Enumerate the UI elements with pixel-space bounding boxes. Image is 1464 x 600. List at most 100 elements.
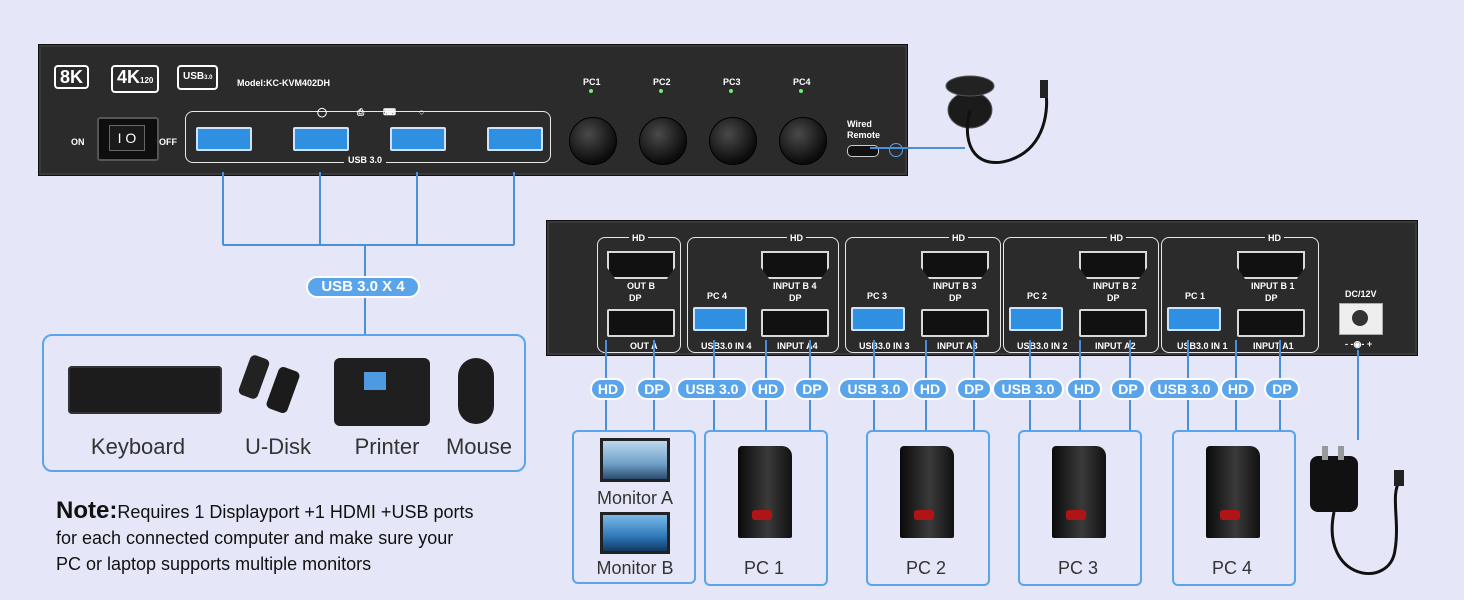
pc2-hd-label: HD: [1107, 233, 1126, 243]
pc1-led: [589, 89, 593, 93]
input-group-pc3: [845, 237, 1001, 353]
pc2-label: PC2: [653, 77, 671, 87]
pc3-caption: PC 3: [1057, 558, 1099, 578]
pc3-usb-label: USB3.0 IN 3: [859, 341, 910, 351]
pc1-tower-image: [738, 446, 792, 538]
power-switch[interactable]: I O: [97, 117, 159, 161]
cable-label-pc1-usb: USB 3.0: [676, 378, 748, 400]
pc2-caption: PC 2: [905, 558, 947, 578]
cable-label-pc2-usb: USB 3.0: [838, 378, 910, 400]
input-group-pc4: [687, 237, 839, 353]
pc3-input-a-label: INPUT A3: [937, 341, 978, 351]
output-hd-label: HD: [629, 233, 648, 243]
power-on-label: ON: [71, 137, 85, 147]
front-usb-port-4[interactable]: [487, 127, 543, 151]
pc2-group-label: PC 2: [1027, 291, 1048, 301]
pc1-dp-port[interactable]: [1237, 309, 1305, 337]
pc2-dp-port[interactable]: [1079, 309, 1147, 337]
pc2-usb-label: USB3.0 IN 2: [1017, 341, 1068, 351]
front-usb-port-1[interactable]: [196, 127, 252, 151]
mouse-icon: ○: [419, 107, 425, 117]
pc4-group-label: PC 4: [707, 291, 728, 301]
output-b-hdmi-port[interactable]: [607, 251, 675, 279]
power-off-label: OFF: [159, 137, 177, 147]
pc1-group-label: PC 1: [1185, 291, 1206, 301]
keyboard-icon: ⌨: [383, 107, 396, 117]
monitor-a-caption: Monitor A: [596, 488, 674, 508]
pc1-usb-label: USB3.0 IN 1: [1177, 341, 1228, 351]
monitor-a-image: [600, 438, 670, 482]
output-b-label: OUT B: [627, 281, 655, 291]
note-line-1: Note:Requires 1 Displayport +1 HDMI +USB…: [56, 498, 536, 525]
pc4-input-b-label: INPUT B 4: [773, 281, 817, 291]
pc1-hdmi-port[interactable]: [1237, 251, 1305, 279]
input-group-pc1: [1161, 237, 1319, 353]
pc2-hdmi-port[interactable]: [1079, 251, 1147, 279]
pc3-usb-port[interactable]: [851, 307, 905, 331]
cable-label-pc1-dp: DP: [794, 378, 830, 400]
pc4-led: [799, 89, 803, 93]
keyboard-image: [68, 366, 222, 414]
keyboard-caption: Keyboard: [90, 434, 186, 459]
udisk-caption: U-Disk: [245, 434, 311, 459]
pc3-red-accent: [1066, 510, 1086, 520]
pc4-usb-port[interactable]: [693, 307, 747, 331]
mouse-caption: Mouse: [445, 434, 513, 459]
pc2-dp-label: DP: [1107, 293, 1120, 303]
dc-power-port[interactable]: [1339, 303, 1383, 335]
pc1-input-a-label: INPUT A1: [1253, 341, 1294, 351]
front-usb-port-3[interactable]: [390, 127, 446, 151]
dc-polarity-symbol: - -◉- +: [1345, 339, 1373, 349]
pc2-led: [659, 89, 663, 93]
pc3-select-button[interactable]: [709, 117, 757, 165]
cable-label-pc4-usb: USB 3.0: [1148, 378, 1220, 400]
cable-label-pc2-hd: HD: [912, 378, 948, 400]
pc3-led: [729, 89, 733, 93]
pc4-select-button[interactable]: [779, 117, 827, 165]
mouse-icon: ◯: [317, 107, 328, 117]
cable-label-pc2-dp: DP: [956, 378, 992, 400]
pc1-select-button[interactable]: [569, 117, 617, 165]
pc4-dp-label: DP: [789, 293, 802, 303]
monitor-b-image: [600, 512, 670, 554]
pc1-red-accent: [752, 510, 772, 520]
pc4-dp-port[interactable]: [761, 309, 829, 337]
pc3-dp-port[interactable]: [921, 309, 989, 337]
wired-remote-label: Wired Remote: [847, 119, 880, 141]
wired-remote[interactable]: [860, 50, 1060, 180]
front-usb-port-2[interactable]: [293, 127, 349, 151]
badge-8k: 8K: [54, 65, 90, 89]
printer-image: [334, 358, 430, 426]
dc-label: DC/12V: [1345, 289, 1377, 299]
pc3-hdmi-port[interactable]: [921, 251, 989, 279]
badge-4k-label: 4K: [117, 67, 141, 87]
pc2-usb-port[interactable]: [1009, 307, 1063, 331]
usb-cable-tree: [222, 172, 515, 334]
usb30-label: USB 3.0: [344, 155, 387, 165]
pc1-usb-port[interactable]: [1167, 307, 1221, 331]
badge-4k: 4K120: [111, 65, 160, 93]
pc4-hd-label: HD: [787, 233, 806, 243]
pc4-hdmi-port[interactable]: [761, 251, 829, 279]
wired-remote-line-1: Wired: [847, 119, 872, 129]
cable-label-pc4-dp: DP: [1264, 378, 1300, 400]
power-adapter: [1310, 446, 1404, 575]
remote-port-marker: [889, 143, 903, 157]
cable-label-pc3-hd: HD: [1066, 378, 1102, 400]
kvm-front-panel: 8K 4K120 USB3.0 Model:KC-KVM402DH ON I O…: [38, 44, 908, 176]
printer-caption: Printer: [354, 434, 420, 459]
pc4-red-accent: [1220, 510, 1240, 520]
pc4-usb-label: USB3.0 IN 4: [701, 341, 752, 351]
note-line-2: for each connected computer and make sur…: [56, 528, 454, 548]
pc4-tower-image: [1206, 446, 1260, 538]
cable-label-out-dp: DP: [636, 378, 672, 400]
pc3-hd-label: HD: [949, 233, 968, 243]
badge-usb30: USB3.0: [177, 65, 219, 90]
pc3-group-label: PC 3: [867, 291, 888, 301]
badge-usb-label: USB: [183, 71, 205, 82]
cable-label-pc3-usb: USB 3.0: [992, 378, 1064, 400]
output-a-dp-port[interactable]: [607, 309, 675, 337]
pc3-label: PC3: [723, 77, 741, 87]
cable-label-pc4-hd: HD: [1220, 378, 1256, 400]
pc2-select-button[interactable]: [639, 117, 687, 165]
